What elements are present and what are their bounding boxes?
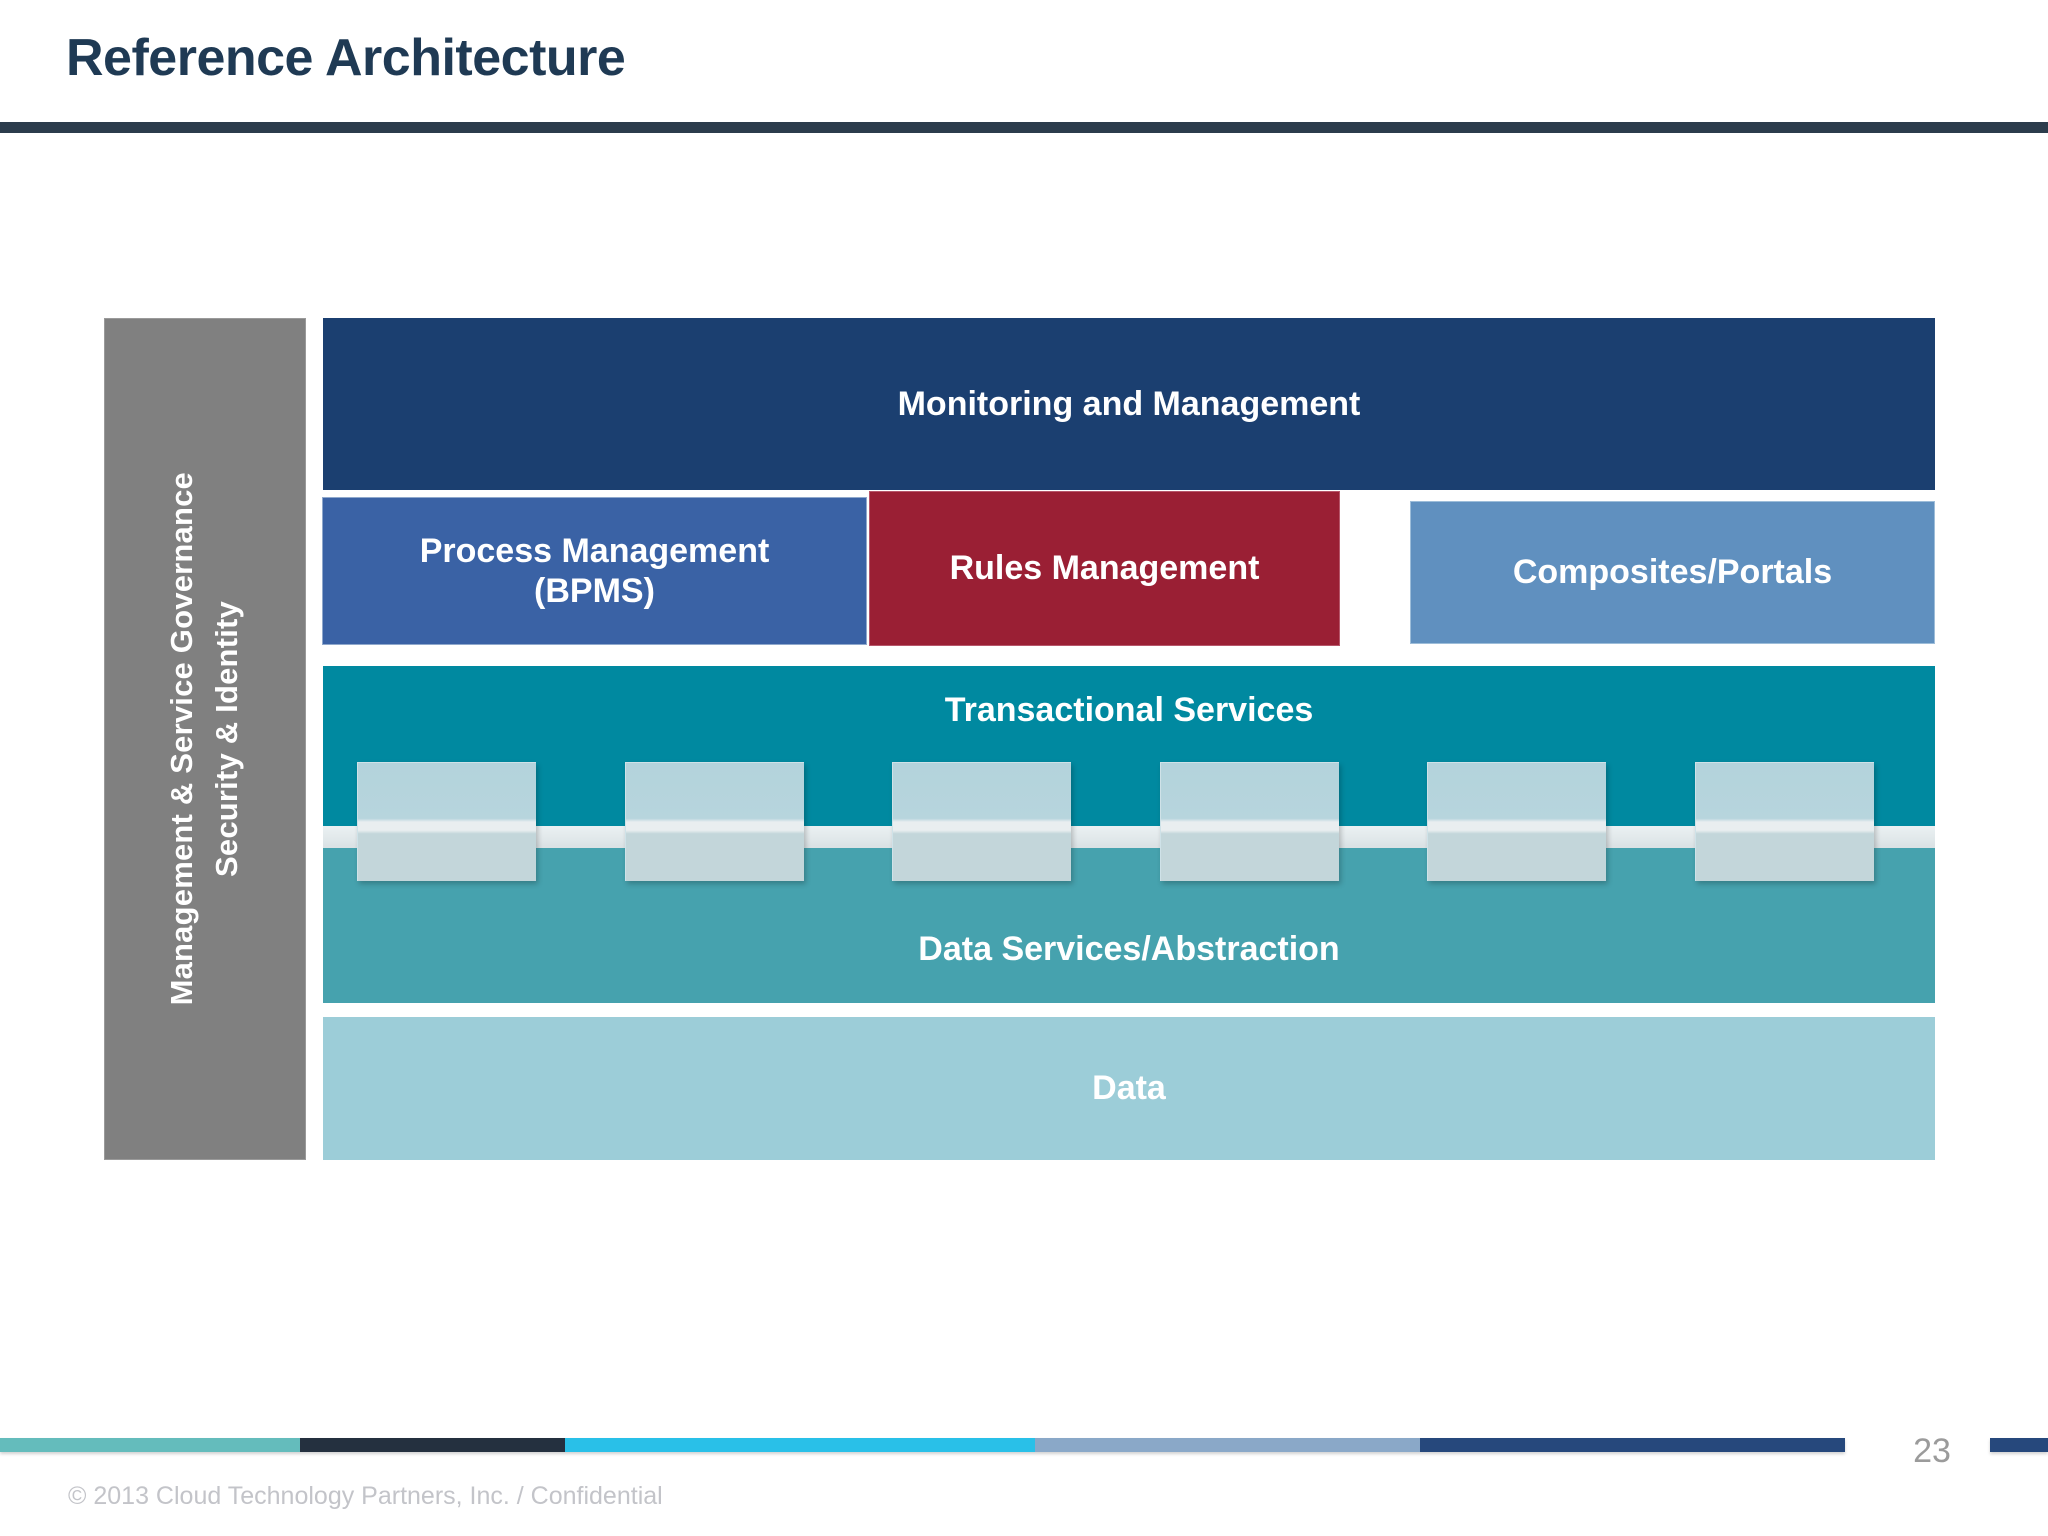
layer-data-services-abstraction: Data Services/Abstraction (323, 846, 1935, 1003)
footer-bar-segment-navy (1420, 1438, 1845, 1452)
service-chip (892, 762, 1071, 881)
service-chip (1695, 762, 1874, 881)
title-divider (0, 122, 2048, 133)
layer-rules-management: Rules Management (869, 491, 1340, 646)
layer-process-management: Process Management (BPMS) (322, 497, 867, 645)
process-management-label: Process Management (BPMS) (420, 531, 770, 611)
service-chip (1427, 762, 1606, 881)
layer-transactional-services: Transactional Services (323, 666, 1935, 846)
layer-data: Data (323, 1017, 1935, 1160)
page-number: 23 (1913, 1432, 1951, 1470)
layer-composites-portals: Composites/Portals (1410, 501, 1935, 644)
service-chip (357, 762, 536, 881)
band-separator-streak (323, 826, 1935, 848)
footer-bar-segment-dark (300, 1438, 565, 1452)
service-chip (625, 762, 804, 881)
reference-architecture-diagram: Management & Service Governance Security… (104, 318, 1935, 1160)
footer-color-bar (0, 1438, 1845, 1452)
footer-copyright: © 2013 Cloud Technology Partners, Inc. /… (68, 1482, 663, 1510)
governance-label-security: Security & Identity (209, 601, 244, 877)
service-chip (1160, 762, 1339, 881)
footer-color-bar-right (1990, 1438, 2048, 1452)
governance-sidebar: Management & Service Governance Security… (104, 318, 306, 1160)
layer-monitoring-and-management: Monitoring and Management (323, 318, 1935, 490)
footer-bar-segment-steel (1035, 1438, 1420, 1452)
footer-bar-segment-teal (0, 1438, 300, 1452)
process-management-line-1: Process Management (419, 531, 770, 570)
process-management-line-2: (BPMS) (534, 572, 655, 610)
page-title: Reference Architecture (66, 29, 626, 87)
governance-label-management: Management & Service Governance (164, 472, 200, 1006)
footer-bar-segment-cyan (565, 1438, 1035, 1452)
